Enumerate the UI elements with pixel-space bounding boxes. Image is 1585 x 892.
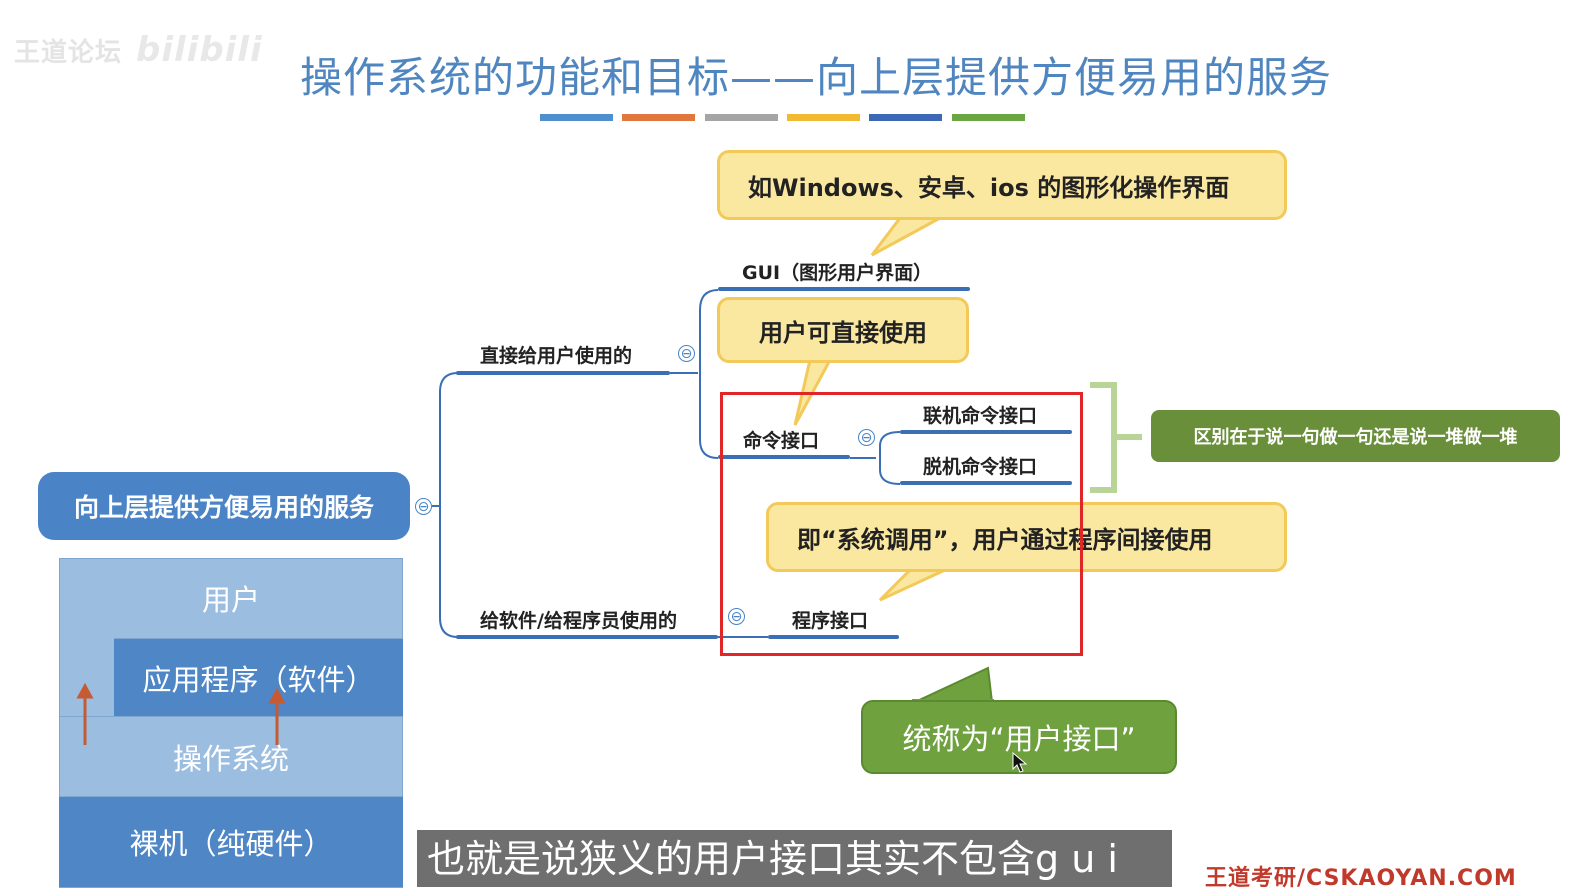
node-command-interface: 命令接口 <box>743 430 820 452</box>
collapse-cmd-icon[interactable]: ⊖ <box>858 429 875 446</box>
node-online-command-line <box>900 430 1072 434</box>
node-command-interface-line <box>718 455 850 459</box>
bilibili-logo: bilibili <box>136 30 263 70</box>
watermark-text: 王道论坛 <box>14 38 123 68</box>
collapse-direct-icon[interactable]: ⊖ <box>678 345 695 362</box>
node-online-command: 联机命令接口 <box>923 405 1038 427</box>
node-program-interface: 程序接口 <box>792 610 869 632</box>
title-color-bar-6 <box>952 114 1025 121</box>
layer-app-label: 应用程序（软件） <box>142 663 375 697</box>
collapse-program-icon[interactable]: ⊖ <box>728 608 745 625</box>
callout-tail-gui <box>870 216 941 257</box>
title-color-bar-1 <box>540 114 613 121</box>
layer-os: 操作系统 <box>59 716 403 796</box>
highlight-box <box>720 392 1083 656</box>
layer-hardware-label: 裸机（纯硬件） <box>129 827 333 861</box>
node-direct-use-line <box>456 371 670 375</box>
green-bracket <box>1090 382 1142 493</box>
callout-syscall-text: 即“系统调用”，用户通过程序间接使用 <box>797 525 1213 554</box>
callout-syscall: 即“系统调用”，用户通过程序间接使用 <box>766 502 1287 572</box>
layer-hardware: 裸机（纯硬件） <box>59 796 403 887</box>
watermark: 王道论坛 bilibili <box>14 30 263 70</box>
page-title: 操作系统的功能和目标——向上层提供方便易用的服务 <box>300 53 1333 102</box>
root-branch-connector <box>432 372 459 638</box>
direct-branch-connector <box>670 289 719 459</box>
layer-os-label: 操作系统 <box>172 741 289 776</box>
callout-gui-example: 如Windows、安卓、ios 的图形化操作界面 <box>717 150 1287 220</box>
video-subtitle: 也就是说狭义的用户接口其实不包含g u i <box>417 830 1172 887</box>
node-direct-use: 直接给用户使用的 <box>480 345 633 367</box>
stack-arrows <box>76 682 286 745</box>
node-offline-command-line <box>900 481 1072 485</box>
title-color-bar-5 <box>869 114 942 121</box>
arrow-up-right-head <box>268 687 286 704</box>
layer-user-label: 用户 <box>201 583 260 617</box>
node-program-interface-line <box>768 635 899 639</box>
callout-tail-green <box>914 666 994 703</box>
node-gui-line <box>718 287 970 291</box>
node-program-use-line <box>456 635 718 639</box>
difference-text: 区别在于说一句做一句还是说一堆做一堆 <box>1193 427 1518 448</box>
footer-brand: 王道考研/CSKAOYAN.COM <box>1205 866 1517 891</box>
difference-box: 区别在于说一句做一句还是说一堆做一堆 <box>1151 410 1560 462</box>
title-color-bar-3 <box>705 114 778 121</box>
video-subtitle-text: 也就是说狭义的用户接口其实不包含g u i <box>427 837 1118 881</box>
cmd-connector <box>850 431 901 485</box>
title-color-bar-2 <box>622 114 695 121</box>
root-node[interactable]: 向上层提供方便易用的服务 <box>38 472 410 540</box>
callout-direct-use-text: 用户可直接使用 <box>759 318 927 347</box>
node-offline-command: 脱机命令接口 <box>923 456 1038 478</box>
layer-app: 应用程序（软件） <box>114 638 403 717</box>
callout-gui-example-text: 如Windows、安卓、ios 的图形化操作界面 <box>748 173 1230 202</box>
callout-user-interface-text: 统称为“用户接口” <box>902 722 1136 756</box>
node-gui: GUI（图形用户界面） <box>742 262 933 284</box>
callout-direct-use: 用户可直接使用 <box>717 297 969 363</box>
arrow-up-left-head <box>76 682 94 699</box>
mouse-cursor-icon <box>1012 752 1028 773</box>
root-node-label: 向上层提供方便易用的服务 <box>73 493 374 522</box>
layer-user: 用户 <box>59 560 403 636</box>
collapse-root-icon[interactable]: ⊖ <box>415 498 432 515</box>
title-color-bar-4 <box>787 114 860 121</box>
node-program-use: 给软件/给程序员使用的 <box>480 610 677 632</box>
